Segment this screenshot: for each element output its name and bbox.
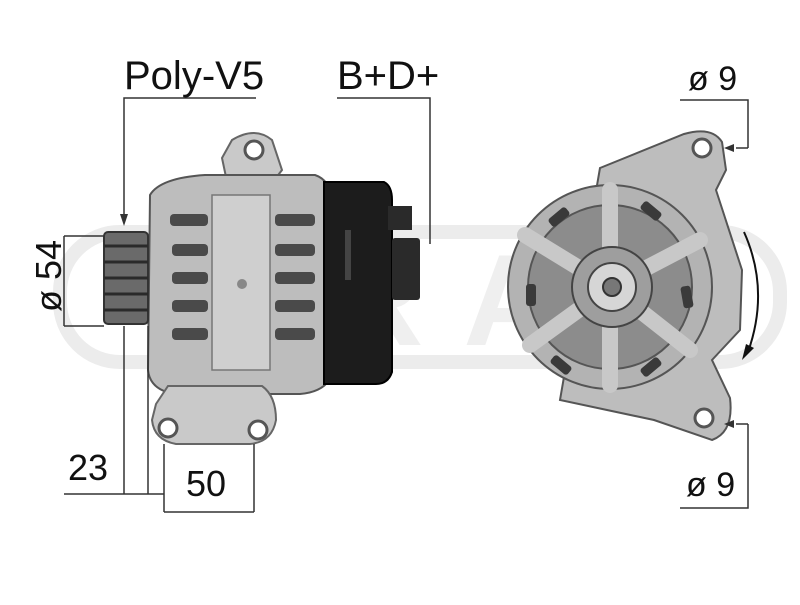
alternator-front-view xyxy=(507,130,759,442)
top-mount-hole xyxy=(243,139,265,161)
bottom-mount-hole-left xyxy=(157,417,179,439)
terminal-label: B+D+ xyxy=(337,54,440,98)
mount-hole-top-label: ø 9 xyxy=(688,60,738,98)
dimension-lines xyxy=(63,97,749,513)
front-top-mount-hole xyxy=(691,137,713,159)
pulley-diameter-label: ø 54 xyxy=(28,239,69,313)
pulley-offset-label: 23 xyxy=(68,447,109,488)
rotation-arrow xyxy=(743,231,759,353)
alternator-side-view xyxy=(103,132,420,445)
pulley-type-label: Poly-V5 xyxy=(124,54,265,98)
rear-cover xyxy=(323,181,393,385)
pulley xyxy=(103,231,149,325)
mount-width-label: 50 xyxy=(186,463,227,504)
front-bottom-mount-hole xyxy=(693,407,715,429)
mount-hole-bottom-label: ø 9 xyxy=(686,466,736,504)
terminal-connector xyxy=(392,238,420,300)
bottom-mount-hole-right xyxy=(247,419,269,441)
